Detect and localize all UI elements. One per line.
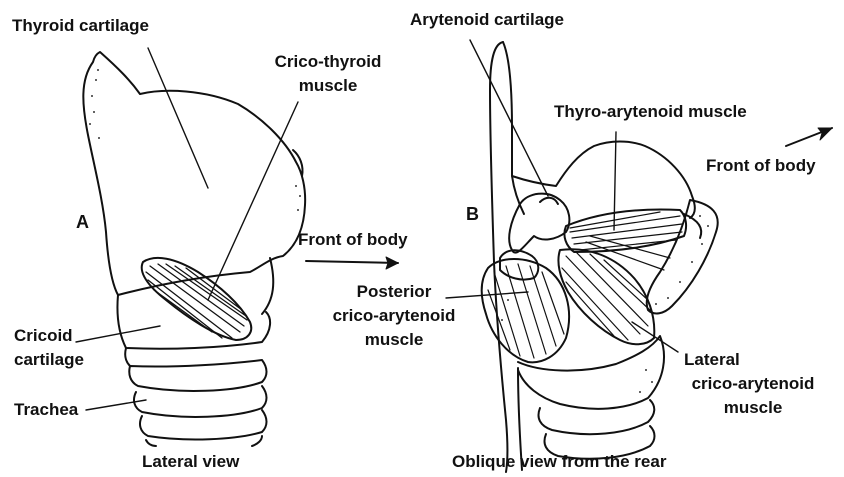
thyroid-front-edge <box>647 200 718 313</box>
thyroid-wing-left-edge <box>490 42 503 262</box>
label-arytenoid-cartilage: Arytenoid cartilage <box>410 10 564 30</box>
crico-thyroid-fibers <box>146 264 247 338</box>
label-trachea: Trachea <box>14 400 78 420</box>
thyro-arytenoid-fibers <box>570 212 682 270</box>
label-posterior-line1: Posterior <box>324 282 464 302</box>
leader-thyro-arytenoid <box>614 132 616 230</box>
cricoid-cartilage-shape <box>117 295 270 349</box>
leader-cricoid <box>76 326 160 342</box>
label-lateral-line3: muscle <box>668 398 838 418</box>
label-posterior-line2: crico-arytenoid <box>324 306 464 326</box>
figure-a-letter: A <box>76 212 89 232</box>
caption-oblique-view: Oblique view from the rear <box>452 452 666 472</box>
cricoid-lower-edge <box>125 348 130 366</box>
label-posterior-line3: muscle <box>324 330 464 350</box>
label-front-of-body-center: Front of body <box>298 230 408 250</box>
caption-lateral-view: Lateral view <box>142 452 239 472</box>
label-crico-thyroid-line1: Crico-thyroid <box>258 52 398 72</box>
label-lateral-line2: crico-arytenoid <box>668 374 838 394</box>
front-of-body-arrow-right <box>786 128 832 146</box>
figure-b-letter: B <box>466 204 479 224</box>
trachea-rings <box>129 360 266 446</box>
label-thyro-arytenoid: Thyro-arytenoid muscle <box>554 102 747 122</box>
label-cricoid-line2: cartilage <box>14 350 84 370</box>
label-lateral-line1: Lateral <box>684 350 740 370</box>
thyroid-inferior-horn <box>262 258 273 314</box>
label-crico-thyroid-line2: muscle <box>258 76 398 96</box>
lateral-view-drawing <box>76 48 305 446</box>
arytenoid-apex <box>540 198 558 204</box>
thyroid-wing-shape <box>503 42 695 218</box>
cricoid-cartilage-b <box>518 336 664 409</box>
front-of-body-arrow-center <box>306 257 398 269</box>
label-cricoid-line1: Cricoid <box>14 326 73 346</box>
label-thyroid-cartilage: Thyroid cartilage <box>12 16 149 36</box>
label-front-of-body-right: Front of body <box>706 156 816 176</box>
leader-thyroid <box>148 48 208 188</box>
